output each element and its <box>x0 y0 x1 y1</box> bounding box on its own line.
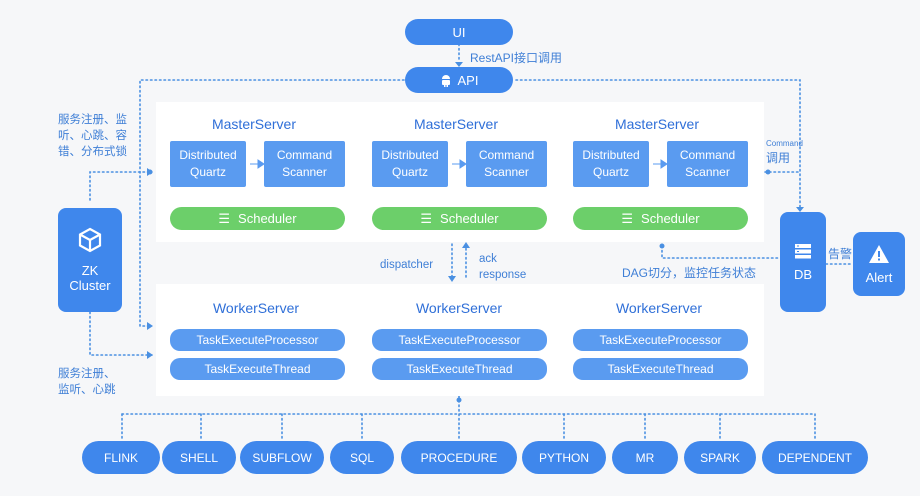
zk-label: ZK <box>81 263 99 278</box>
restapi-label: RestAPI接口调用 <box>470 51 563 65</box>
server-icon <box>795 243 811 258</box>
command-small-label: Command <box>766 139 803 148</box>
task-type-flink: FLINK <box>82 441 160 474</box>
task-type-dependent: DEPENDENT <box>762 441 868 474</box>
scheduler-2: ☰Scheduler <box>372 207 547 230</box>
worker-title-3: WorkerServer <box>615 300 703 316</box>
master-title-2: MasterServer <box>413 116 499 132</box>
task-type-sql: SQL <box>330 441 394 474</box>
master-title-1: MasterServer <box>211 116 297 132</box>
command-call-label: 调用 <box>766 151 791 165</box>
task-type-procedure: PROCEDURE <box>401 441 517 474</box>
task-type-python: PYTHON <box>522 441 606 474</box>
warning-icon <box>869 244 889 263</box>
task-processor-1: TaskExecuteProcessor <box>170 329 345 351</box>
task-type-mr: MR <box>612 441 678 474</box>
alert-label: Alert <box>865 269 893 285</box>
android-icon <box>441 74 450 87</box>
task-type-shell: SHELL <box>162 441 236 474</box>
db-node: DB <box>780 212 826 312</box>
task-type-spark: SPARK <box>684 441 756 474</box>
zk-master-label: 服务注册、监听、心跳、容错、分布式锁 <box>58 114 127 158</box>
db-label: DB <box>793 266 813 282</box>
task-processor-2: TaskExecuteProcessor <box>372 329 547 351</box>
task-thread-2: TaskExecuteThread <box>372 358 547 380</box>
worker-title-2: WorkerServer <box>415 300 503 316</box>
master-title-3: MasterServer <box>614 116 700 132</box>
dispatcher-label: dispatcher <box>380 259 434 271</box>
database-icon: ☰ <box>621 210 634 226</box>
task-processor-3: TaskExecuteProcessor <box>573 329 748 351</box>
database-icon: ☰ <box>420 210 433 226</box>
cube-icon <box>78 227 102 253</box>
zk-cluster-node: ZK Cluster <box>58 208 122 312</box>
scheduler-1: ☰Scheduler <box>170 207 345 230</box>
api-node: API <box>405 67 513 93</box>
alert-node: Alert <box>853 232 905 296</box>
cluster-label: Cluster <box>69 278 111 293</box>
dag-label: DAG切分，监控任务状态 <box>622 266 757 280</box>
alarm-label: 告警 <box>828 247 853 261</box>
zk-worker-label: 服务注册、监听、心跳 <box>58 368 116 396</box>
database-icon: ☰ <box>218 210 231 226</box>
ui-label: UI <box>452 24 466 40</box>
task-type-subflow: SUBFLOW <box>240 441 324 474</box>
worker-title-1: WorkerServer <box>212 300 300 316</box>
task-thread-3: TaskExecuteThread <box>573 358 748 380</box>
scheduler-3: ☰Scheduler <box>573 207 748 230</box>
api-label: API <box>457 72 479 88</box>
ui-node: UI <box>405 19 513 45</box>
task-thread-1: TaskExecuteThread <box>170 358 345 380</box>
